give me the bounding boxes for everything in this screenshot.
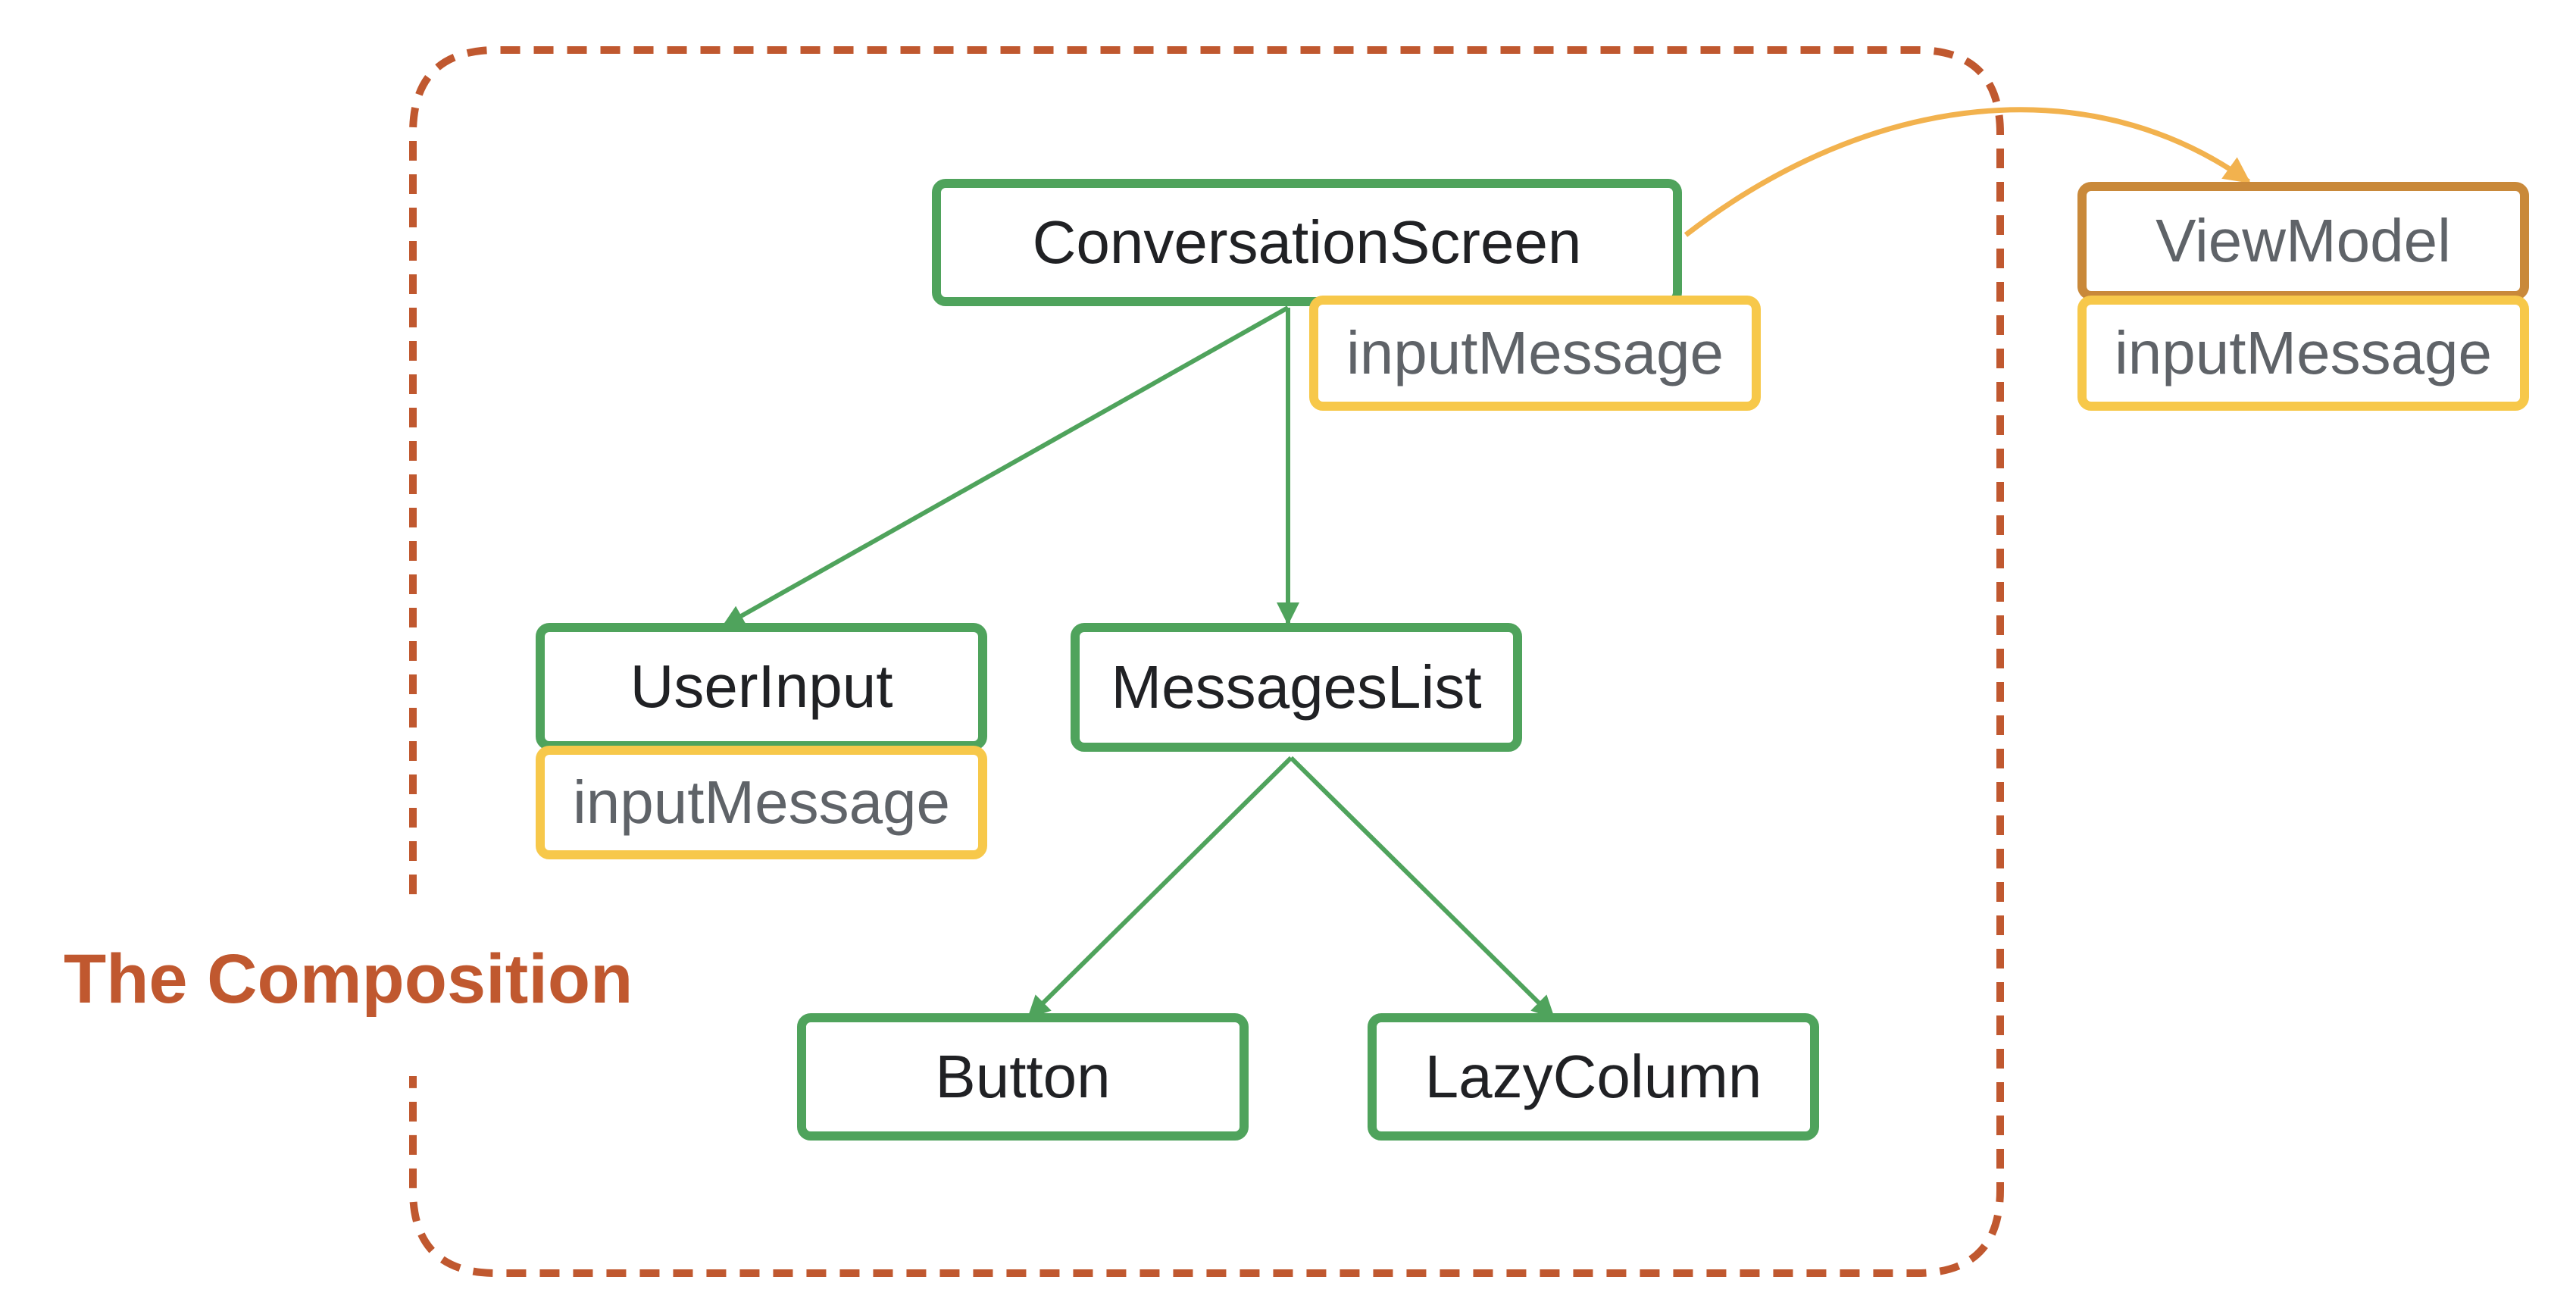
view-model-node: ViewModel xyxy=(2077,182,2529,300)
view-model-input-message-state: inputMessage xyxy=(2077,296,2529,411)
edge-conversation-to-userinput xyxy=(721,305,1290,628)
edge-messageslist-to-button xyxy=(1027,756,1293,1019)
hoist-arrow-to-viewmodel xyxy=(1683,107,2251,237)
edge-messageslist-to-lazycolumn xyxy=(1289,756,1555,1019)
button-node: Button xyxy=(797,1013,1249,1141)
composition-label: The Composition xyxy=(64,940,633,1018)
conversation-screen-node: ConversationScreen xyxy=(932,179,1682,306)
composition-boundary xyxy=(409,46,2004,1277)
user-input-message-state: inputMessage xyxy=(536,746,987,859)
lazy-column-node: LazyColumn xyxy=(1368,1013,1819,1141)
user-input-node: UserInput xyxy=(536,623,987,750)
messages-list-node: MessagesList xyxy=(1071,623,1522,752)
conversation-input-message-state: inputMessage xyxy=(1309,296,1761,411)
